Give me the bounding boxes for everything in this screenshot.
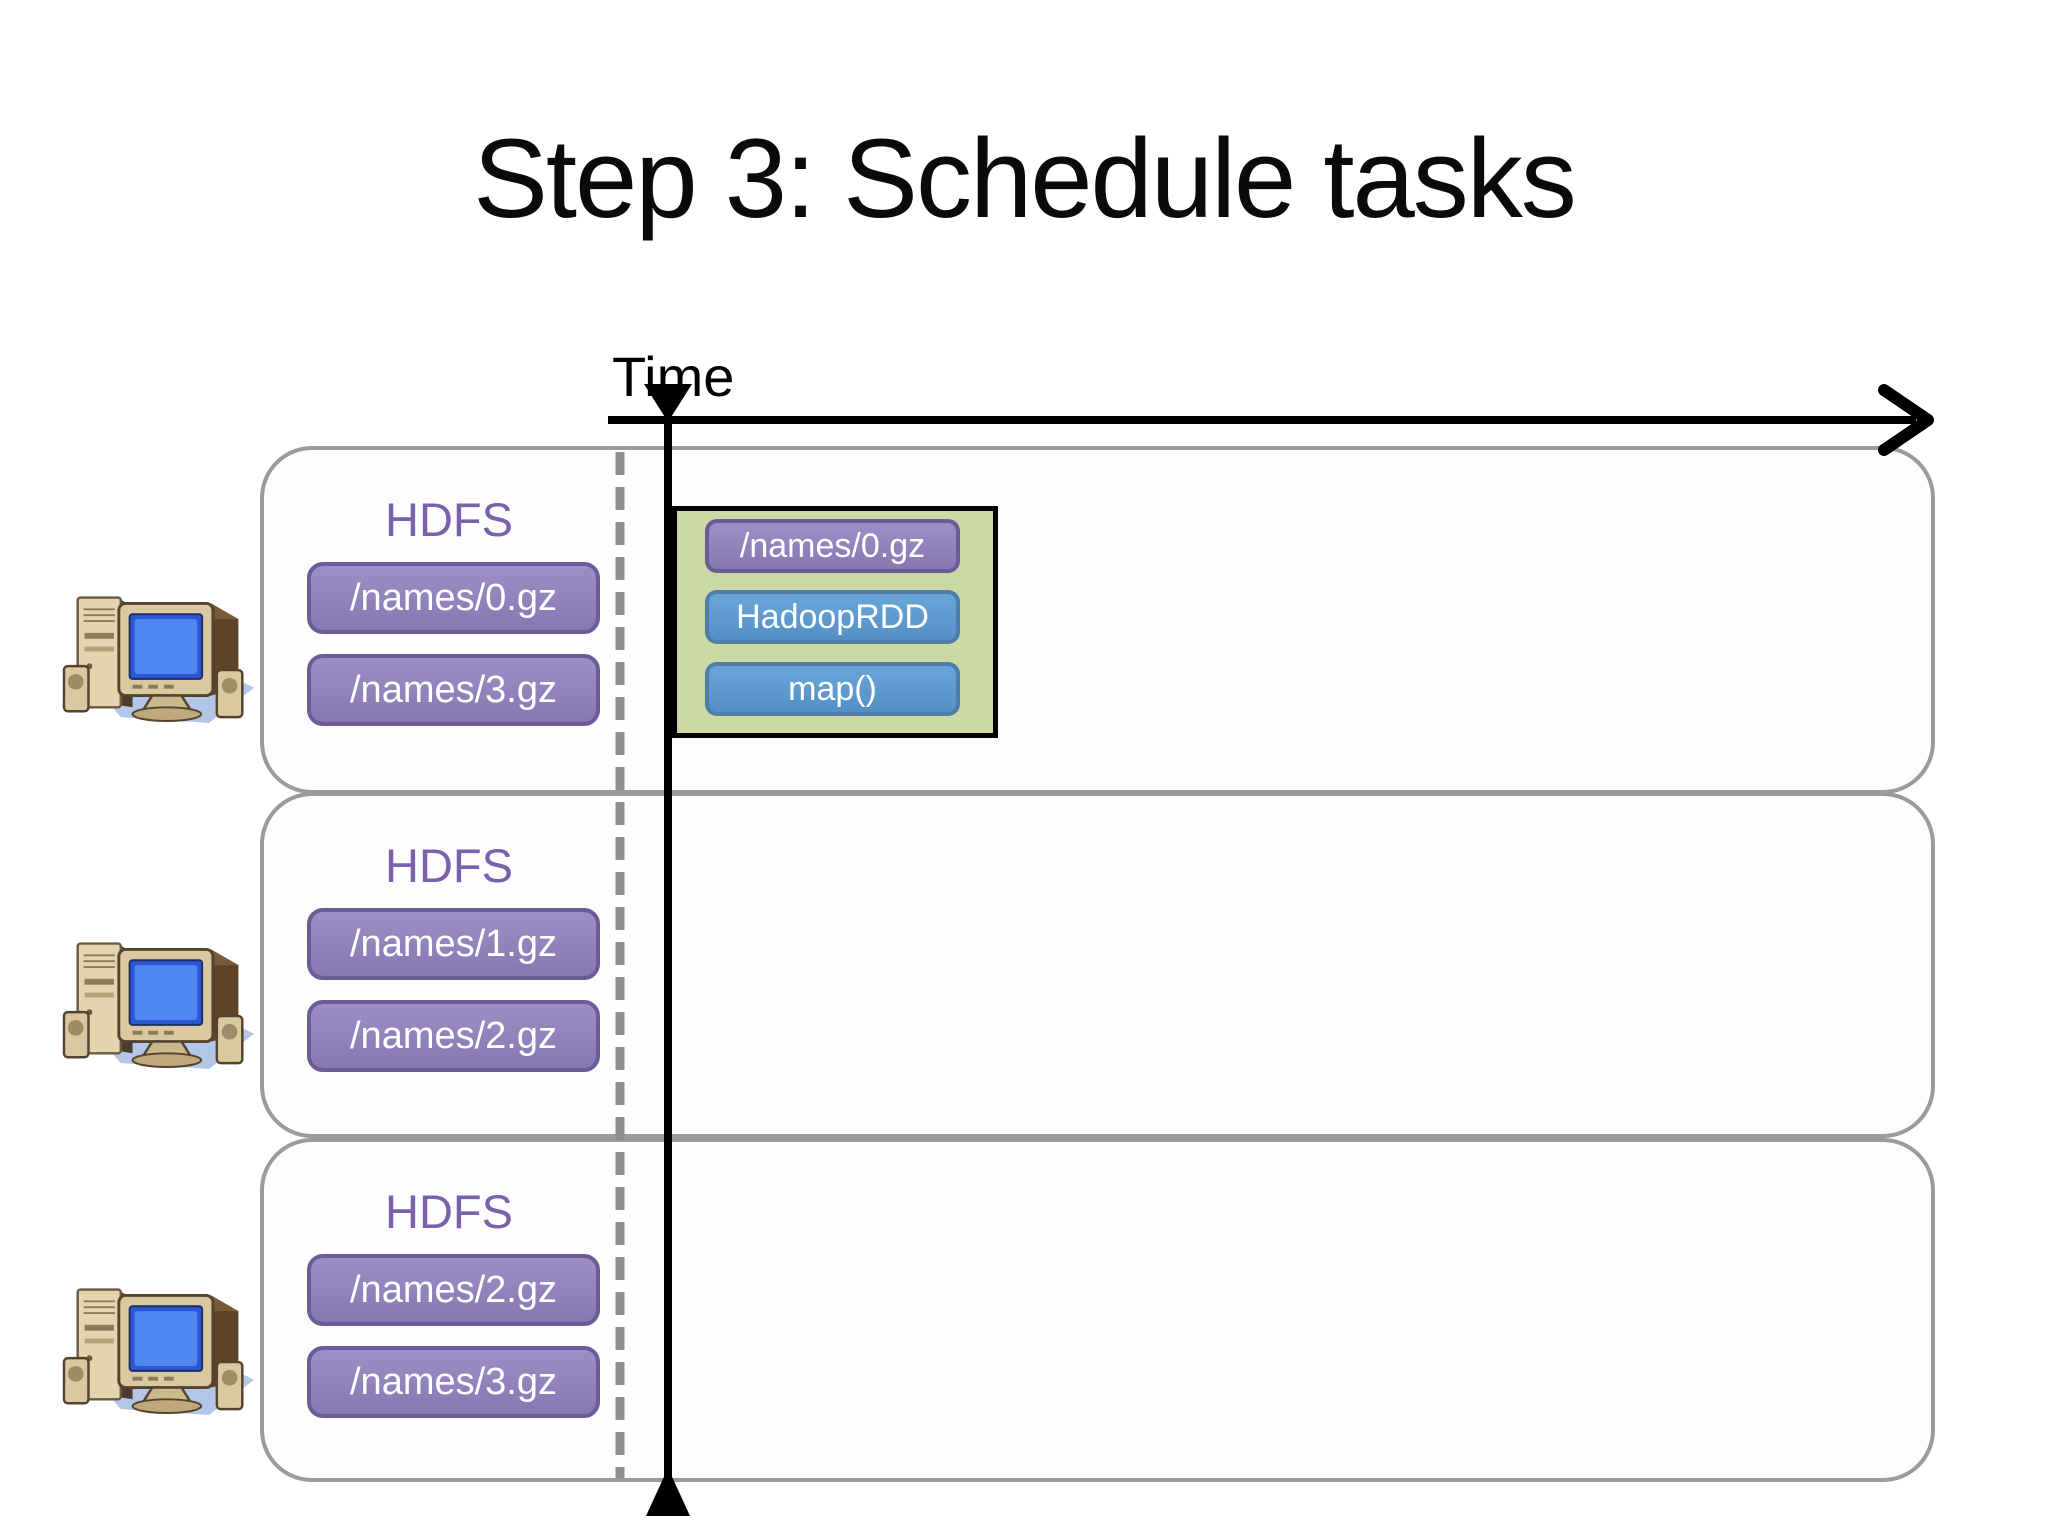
slide-title: Step 3: Schedule tasks xyxy=(473,116,1577,241)
hdfs-file-pill: /names/0.gz xyxy=(307,562,600,634)
task-stage-pill: HadoopRDD xyxy=(705,590,960,644)
computer-icon xyxy=(62,596,255,723)
hdfs-label: HDFS xyxy=(385,493,513,546)
hdfs-file-pill: /names/3.gz xyxy=(307,654,600,726)
task-partition-pill: /names/0.gz xyxy=(705,519,960,573)
worker-node-row: HDFS /names/1.gz /names/2.gz xyxy=(260,792,1935,1138)
computer-icon xyxy=(62,942,255,1069)
hdfs-file-pill: /names/2.gz xyxy=(307,1000,600,1072)
task-stage-pill: map() xyxy=(705,662,960,716)
time-axis-label: Time xyxy=(612,345,735,408)
hdfs-file-pill: /names/1.gz xyxy=(307,908,600,980)
scheduled-task-box: /names/0.gz HadoopRDD map() xyxy=(672,506,998,738)
hdfs-label: HDFS xyxy=(385,839,513,892)
hdfs-file-pill: /names/3.gz xyxy=(307,1346,600,1418)
hdfs-file-pill: /names/2.gz xyxy=(307,1254,600,1326)
hdfs-file-list: /names/1.gz /names/2.gz xyxy=(307,908,600,1072)
hdfs-file-list: /names/0.gz /names/3.gz xyxy=(307,562,600,726)
hdfs-file-list: /names/2.gz /names/3.gz xyxy=(307,1254,600,1418)
worker-node-row: HDFS /names/0.gz /names/3.gz xyxy=(260,446,1935,794)
time-axis-arrowhead-icon xyxy=(1878,384,1934,456)
hdfs-label: HDFS xyxy=(385,1185,513,1238)
computer-icon xyxy=(62,1288,255,1415)
worker-node-row: HDFS /names/2.gz /names/3.gz xyxy=(260,1138,1935,1482)
